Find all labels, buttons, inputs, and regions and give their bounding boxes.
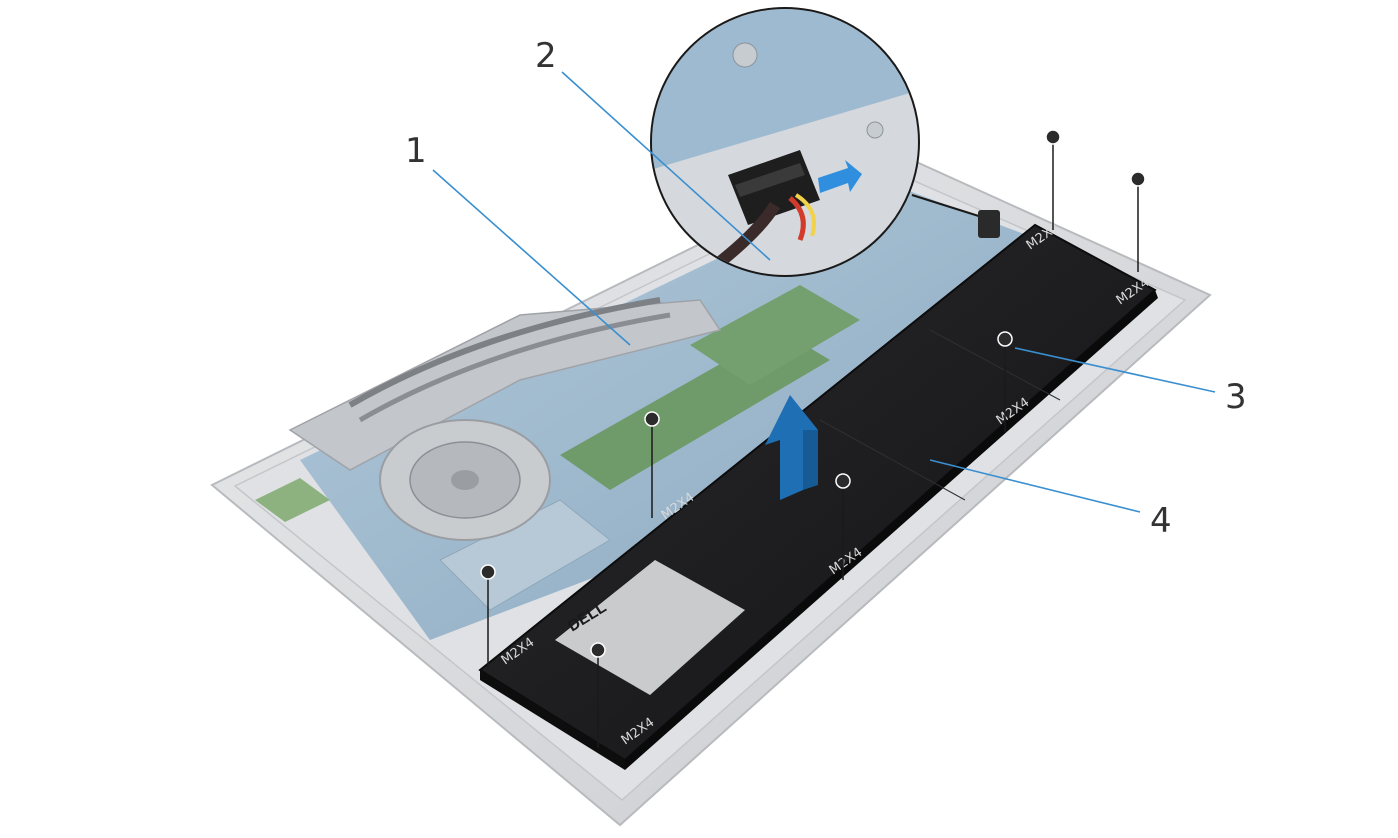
leader-line-3 (1014, 347, 1216, 393)
screw (997, 331, 1013, 432)
battery-connector (978, 210, 1000, 238)
screw (1130, 171, 1146, 272)
connector-zoom-inset (650, 7, 920, 277)
screw (644, 411, 660, 518)
callout-4: 4 (1150, 501, 1172, 541)
callout-2: 2 (535, 36, 557, 76)
screw (590, 642, 606, 748)
zoom-battery-cable (716, 201, 781, 267)
zoom-pointer-line (911, 194, 986, 219)
leader-line-1 (432, 169, 631, 346)
screw (835, 473, 851, 580)
screw (480, 564, 496, 670)
battery-label (555, 560, 745, 695)
zoom-disconnect-arrow (818, 160, 862, 193)
callout-3: 3 (1225, 377, 1247, 417)
wireless-card (255, 478, 330, 522)
heat-sink (288, 297, 722, 541)
memory-module (690, 285, 860, 385)
screw (1045, 129, 1061, 230)
screws (480, 129, 1146, 748)
callout-1: 1 (405, 131, 427, 171)
leader-line-2 (561, 71, 771, 261)
lift-arrow (765, 395, 818, 500)
battery: DELL (478, 223, 1158, 770)
leader-line-4 (929, 459, 1141, 513)
